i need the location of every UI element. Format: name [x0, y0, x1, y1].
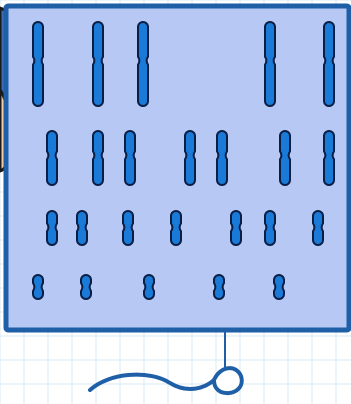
chromosome-row-2-3	[125, 131, 135, 185]
chromosome-row-3-5	[231, 211, 241, 245]
chromosome-row-3-3	[123, 211, 133, 245]
chromosome-row-1-2	[93, 22, 103, 106]
chromosome-row-1-5	[324, 22, 334, 106]
chromosome-row-4-3	[144, 275, 154, 299]
chromosome-row-4-5	[274, 275, 284, 299]
chromosome-row-2-7	[324, 131, 334, 185]
chromosome-row-2-2	[93, 131, 103, 185]
chromosome-row-4-2	[81, 275, 91, 299]
chromosome-row-3-7	[313, 211, 323, 245]
chromosome-row-2-1	[47, 131, 57, 185]
chromosome-row-1-3	[138, 22, 148, 106]
chromosome-row-2-5	[217, 131, 227, 185]
chromosome-row-3-1	[47, 211, 57, 245]
chromosome-row-3-4	[171, 211, 181, 245]
chromosome-row-4-1	[33, 275, 43, 299]
chromosome-row-1-4	[265, 22, 275, 106]
chromosome-row-2-4	[185, 131, 195, 185]
chromosome-row-3-2	[77, 211, 87, 245]
chromosome-row-4-4	[214, 275, 224, 299]
chromosome-row-1-1	[33, 22, 43, 106]
chromosome-row-2-6	[280, 131, 290, 185]
chromosome-row-3-6	[265, 211, 275, 245]
